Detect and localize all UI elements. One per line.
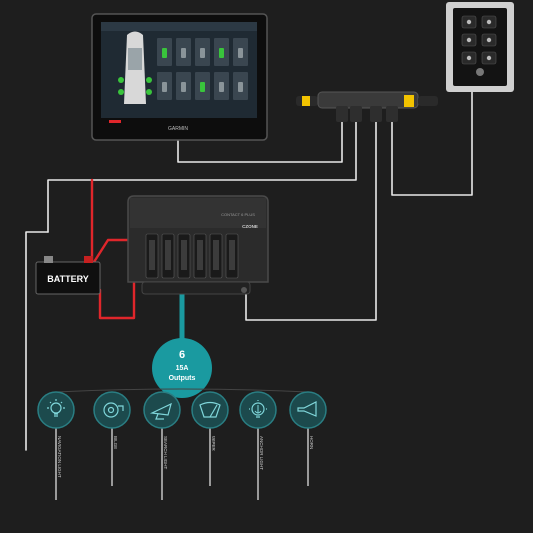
hub-count: 6: [179, 349, 185, 361]
switch-keypad: [446, 2, 514, 92]
output-label: HORN: [309, 436, 314, 449]
wiper-icon: [199, 401, 221, 418]
output-circle: [143, 391, 181, 429]
switch-tile: [176, 72, 191, 100]
output-circle: [191, 391, 229, 429]
switch-tile: [195, 72, 210, 100]
output-label: SEARCH LIGHT: [163, 436, 168, 470]
output-circle: [289, 391, 327, 429]
output-device: WIPER: [191, 391, 229, 486]
bilge-pump-icon: [103, 402, 124, 418]
switch-tile: [233, 72, 248, 100]
keypad-button: [461, 51, 477, 65]
switch-tile: [176, 38, 191, 66]
output-device: SEARCH LIGHT: [143, 391, 181, 500]
output-devices: NAVIGATION LIGHT BILGE SEARCH LIGHT WIPER AN…: [37, 391, 327, 500]
battery-negative-wire: [25, 231, 49, 451]
keypad-wire: [391, 91, 473, 196]
module-brand: CZONE: [242, 224, 258, 229]
switch-tile: [233, 38, 248, 66]
keypad-button: [461, 33, 477, 47]
outputs-hub: 6 15A Outputs: [152, 338, 212, 398]
hub-rating: 15A: [176, 365, 189, 372]
output-label: BILGE: [113, 436, 118, 449]
multifunction-display: GARMIN: [91, 13, 268, 141]
battery-label: BATTERY: [47, 274, 89, 284]
backbone-drop-wire: [47, 119, 357, 233]
anchor-light-icon: [249, 400, 267, 418]
keypad-power-button: [476, 68, 484, 76]
module-name: CONTACT 6 PLUS: [221, 212, 255, 217]
output-label: WIPER: [211, 436, 216, 452]
output-circle: [37, 391, 75, 429]
switch-tile: [195, 38, 210, 66]
output-circle: [93, 391, 131, 429]
switch-tiles: [157, 38, 248, 100]
output-device: HORN: [289, 391, 327, 486]
wires: [25, 91, 473, 451]
searchlight-icon: [149, 402, 172, 420]
keypad-buttons: [461, 15, 497, 76]
switch-tile: [157, 72, 172, 100]
module-network-wire: [245, 119, 377, 321]
switch-tile: [214, 72, 229, 100]
output-device: BILGE: [93, 391, 131, 486]
output-device: ANCHOR LIGHT: [239, 391, 277, 500]
network-backbone: [296, 91, 438, 122]
horn-icon: [297, 401, 317, 417]
outputs-branch: [55, 388, 309, 393]
hub-label: Outputs: [169, 375, 196, 382]
output-label: NAVIGATION LIGHT: [57, 436, 62, 478]
lamp-icon: [47, 399, 65, 417]
keypad-button: [481, 33, 497, 47]
switch-tile: [157, 38, 172, 66]
keypad-button: [481, 15, 497, 29]
module-fuse-slots: [145, 233, 239, 279]
display-brand: GARMIN: [168, 126, 188, 132]
display-wire: [177, 119, 343, 163]
keypad-button: [481, 51, 497, 65]
switch-tile: [214, 38, 229, 66]
module-supply-wire: [92, 238, 136, 320]
keypad-button: [461, 15, 477, 29]
battery: BATTERY: [35, 256, 101, 295]
output-label: ANCHOR LIGHT: [259, 436, 264, 470]
boat-icon: [118, 31, 152, 104]
output-device: NAVIGATION LIGHT: [37, 391, 75, 500]
distribution-module: CONTACT 6 PLUS CZONE: [127, 195, 269, 295]
